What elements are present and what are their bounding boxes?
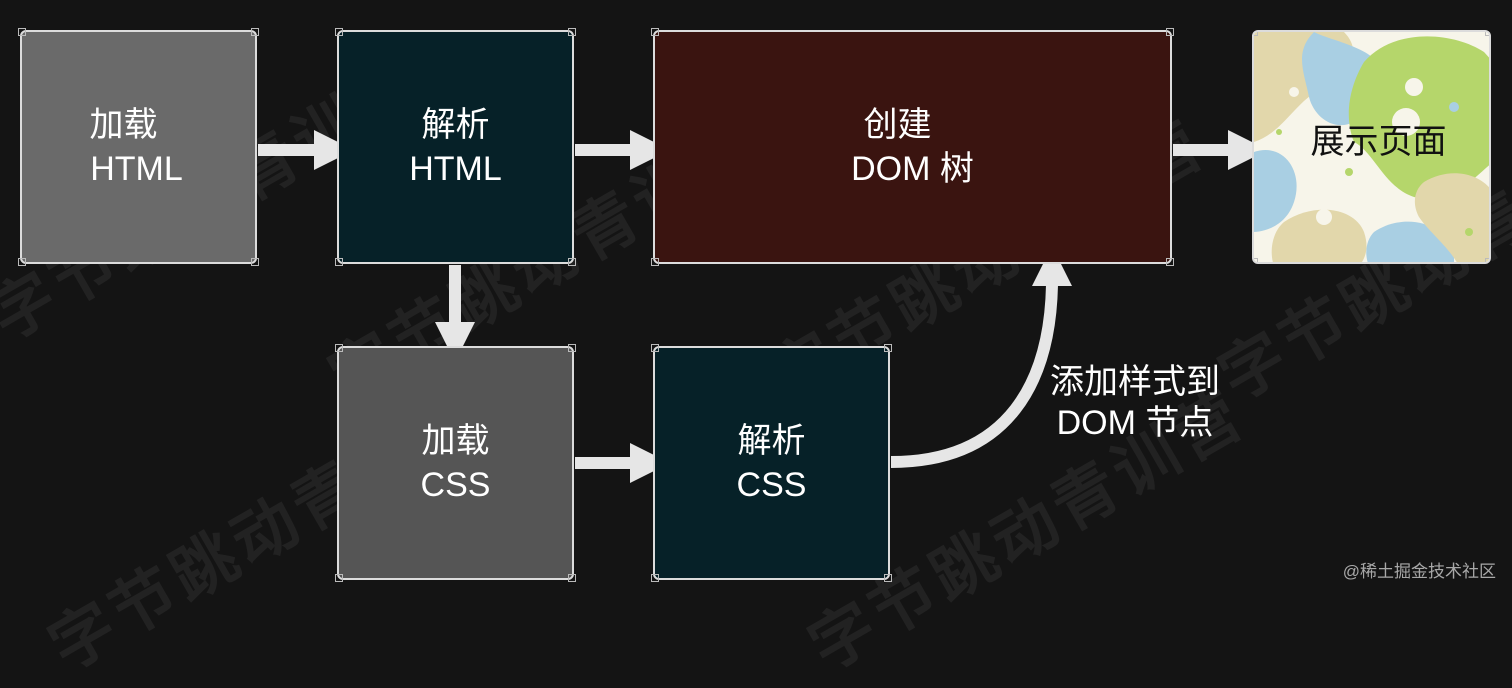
node-label-line2: HTML [90,150,183,188]
corner-handle [1485,32,1489,36]
node-parse-html: 解析 HTML [335,28,576,266]
node-label-line1: 解析 [421,105,490,144]
corner-handle [568,574,576,582]
corner-handle [1254,32,1258,36]
corner-handle [335,344,343,352]
corner-handle [1254,258,1258,262]
node-label-line1: 解析 [737,421,806,460]
corner-handle [568,344,576,352]
corner-handle [18,258,26,266]
node-label-line1: 创建 [863,105,932,144]
node-label-line1: 加载 [89,105,158,144]
corner-handle [335,574,343,582]
node-parse-css: 解析 CSS [651,344,892,582]
edge-label-line1: 添加样式到 [1050,363,1220,401]
arrow-parse-css-to-create-dom [890,246,1072,468]
node-label-line1: 加载 [421,421,490,460]
edge-label-line2: DOM 节点 [1056,403,1214,442]
arrow-parse-html-to-load-css [435,265,475,362]
node-label: 展示页面 [1310,122,1447,161]
corner-handle [1166,28,1174,36]
corner-handle [1166,258,1174,266]
diagram-canvas: 字节跳动青训营 字节跳动青训营 字节跳动青训营 字节跳动青训营 字节跳动青训营 … [0,28,1512,686]
corner-handle [251,258,259,266]
corner-handle [335,28,343,36]
corner-handle [884,344,892,352]
corner-handle [651,28,659,36]
corner-handle [651,574,659,582]
node-load-css: 加载 CSS [335,344,576,582]
corner-handle [884,574,892,582]
corner-handle [251,28,259,36]
node-create-dom: 创建 DOM 树 [651,28,1174,266]
corner-handle [651,344,659,352]
arrow-load-html-to-parse-html [258,130,354,170]
arrows-layer [258,130,1268,483]
corner-handle [568,258,576,266]
corner-handle [568,28,576,36]
page-preview-image [1254,32,1489,262]
arrow-load-css-to-parse-css [575,443,670,483]
arrow-create-dom-to-render [1173,130,1268,170]
node-label-line2: CSS [736,466,807,504]
corner-handle [18,28,26,36]
source-credit: @稀土掘金技术社区 [1342,562,1496,581]
edge-label-add-styles: 添加样式到 DOM 节点 [1050,362,1220,444]
arrow-parse-html-to-create-dom [575,130,670,170]
node-label-line2: DOM 树 [851,150,974,188]
node-render-page: 展示页面 [1252,30,1491,264]
node-label-line2: HTML [409,150,502,188]
corner-handle [651,258,659,266]
node-load-html: 加载 HTML [18,28,259,266]
corner-handle [1485,258,1489,262]
node-label-line2: CSS [420,466,491,504]
corner-handle [335,258,343,266]
